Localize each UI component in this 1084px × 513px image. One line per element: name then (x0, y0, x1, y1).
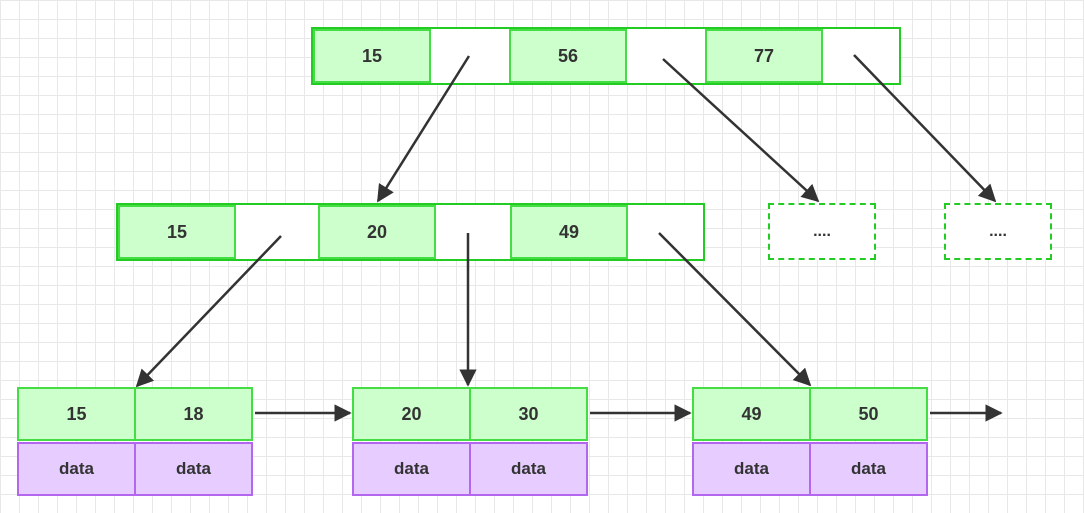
root-pointer-2 (627, 29, 705, 83)
leaf-3-data-1: data (692, 442, 811, 496)
internal-node: 15 20 49 (116, 203, 705, 261)
leaf-2-key-1: 20 (352, 387, 471, 441)
leaf-1-key-2: 18 (134, 387, 253, 441)
leaf-2-data-1: data (352, 442, 471, 496)
placeholder-node-2: .... (944, 203, 1052, 260)
leaf-3-key-2: 50 (809, 387, 928, 441)
leaf-2-key-2: 30 (469, 387, 588, 441)
leaf-1-data-2: data (134, 442, 253, 496)
internal-pointer-1 (236, 205, 318, 259)
internal-key-2: 20 (318, 205, 436, 259)
internal-pointer-3 (628, 205, 703, 259)
internal-pointer-2 (436, 205, 510, 259)
root-node: 15 56 77 (311, 27, 901, 85)
placeholder-node-1: .... (768, 203, 876, 260)
root-key-2: 56 (509, 29, 627, 83)
root-pointer-3 (823, 29, 899, 83)
leaf-1-key-1: 15 (17, 387, 136, 441)
root-key-1: 15 (313, 29, 431, 83)
leaf-2-data-2: data (469, 442, 588, 496)
leaf-3-key-1: 49 (692, 387, 811, 441)
root-pointer-1 (431, 29, 509, 83)
root-key-3: 77 (705, 29, 823, 83)
internal-key-3: 49 (510, 205, 628, 259)
leaf-3-data-2: data (809, 442, 928, 496)
internal-key-1: 15 (118, 205, 236, 259)
leaf-1-data-1: data (17, 442, 136, 496)
